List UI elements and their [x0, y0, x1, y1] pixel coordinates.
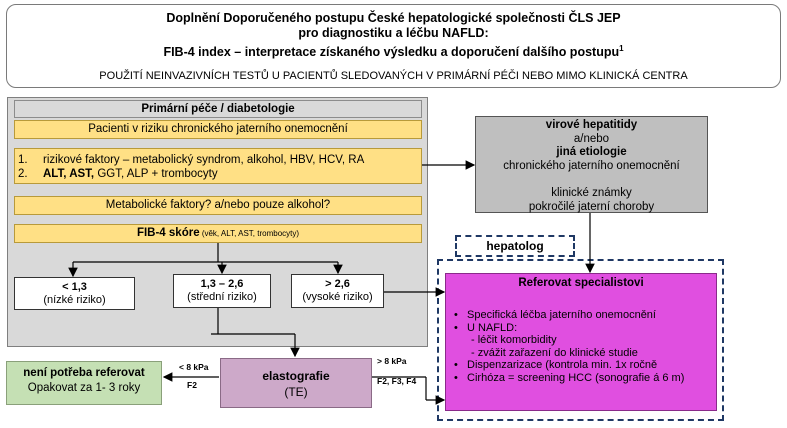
factor-number-2: 2.: [18, 168, 28, 180]
low-risk-value: < 1,3: [62, 281, 87, 293]
title-line-1: Doplnění Doporučeného postupu České hepa…: [166, 11, 621, 25]
viral-line-5: klinické známky: [551, 187, 632, 199]
mid-risk-value: 1,3 – 2,6: [200, 278, 244, 290]
title-subtitle: POUŽITÍ NEINVAZIVNÍCH TESTŮ U PACIENTŮ S…: [99, 70, 688, 83]
elastography-box: elastografie (TE): [220, 358, 372, 408]
specialist-item-4: • Cirhóza = screening HCC (sonografie á …: [454, 371, 685, 384]
hepatolog-label: hepatolog: [455, 235, 575, 257]
no-referral-text: Opakovat za 1- 3 roky: [27, 382, 141, 394]
left-kpa-label: < 8 kPa: [179, 362, 209, 372]
right-f-label: F2, F3, F4: [377, 376, 417, 386]
viral-line-2: a/nebo: [573, 132, 610, 145]
specialist-title: Referovat specialistovi: [518, 277, 644, 289]
viral-hepatitis-box: virové hepatitidy a/nebo jiná etiologie …: [475, 116, 708, 213]
low-risk-box: < 1,3 (nízké riziko): [14, 277, 135, 310]
specialist-list: • Specifická léčba jaterního onemocnění …: [454, 309, 716, 384]
viral-line-4: chronického jaterního onemocnění: [503, 159, 680, 172]
low-risk-label: (nízké riziko): [43, 294, 106, 306]
primary-care-header: Primární péče / diabetologie: [14, 100, 422, 118]
mid-risk-label: (střední riziko): [187, 291, 257, 303]
specialist-item-1: • Specifická léčba jaterního onemocnění: [454, 309, 656, 321]
no-referral-title: není potřeba referovat: [23, 367, 145, 379]
factor-line-2: ALT, AST, GGT, ALP + trombocyty: [43, 168, 218, 180]
high-risk-label: (vysoké riziko): [302, 291, 373, 303]
specialist-item-2: • U NAFLD:: [454, 321, 518, 334]
specialist-item-3: • Dispenzarizace (kontrola min. 1x ročně: [454, 359, 658, 371]
title-box: Doplnění Doporučeného postupu České hepa…: [6, 4, 781, 88]
metabolic-factors-box: Metabolické faktory? a/nebo pouze alkoho…: [14, 196, 422, 215]
high-risk-value: > 2,6: [325, 278, 350, 290]
risk-patients-box: Pacienti v riziku chronického jaterního …: [14, 120, 422, 139]
factor-number-1: 1.: [18, 154, 28, 166]
specialist-item-2a: - léčit komorbidity: [471, 334, 557, 346]
hepatolog-dashed-frame: [437, 259, 724, 421]
right-kpa-label: > 8 kPa: [377, 356, 407, 366]
factor-line-1: rizikové faktory – metabolický syndrom, …: [43, 154, 365, 166]
elastography-title: elastografie: [262, 369, 330, 383]
viral-line-6: pokročilé jaterní choroby: [528, 200, 655, 213]
specialist-item-2b: - zvážit zařazení do klinické studie: [471, 346, 638, 359]
title-line-3: FIB-4 index – interpretace získaného výs…: [163, 44, 624, 60]
no-referral-box: není potřeba referovat Opakovat za 1- 3 …: [6, 361, 162, 405]
refer-specialist-box: Referovat specialistovi • Specifická léč…: [445, 273, 717, 411]
viral-line-3: jiná etiologie: [556, 146, 627, 158]
viral-line-1: virové hepatitidy: [545, 119, 638, 131]
mid-risk-box: 1,3 – 2,6 (střední riziko): [173, 274, 271, 308]
left-f-label: F2: [187, 380, 197, 390]
elastography-sub: (TE): [284, 385, 308, 399]
title-line-2: pro diagnostiku a léčbu NAFLD:: [298, 26, 489, 40]
risk-factors-box: 1. rizikové faktory – metabolický syndro…: [14, 148, 422, 184]
high-risk-box: > 2,6 (vysoké riziko): [291, 274, 384, 308]
fib4-score-box: FIB-4 skóre (věk, ALT, AST, trombocyty): [14, 224, 422, 243]
